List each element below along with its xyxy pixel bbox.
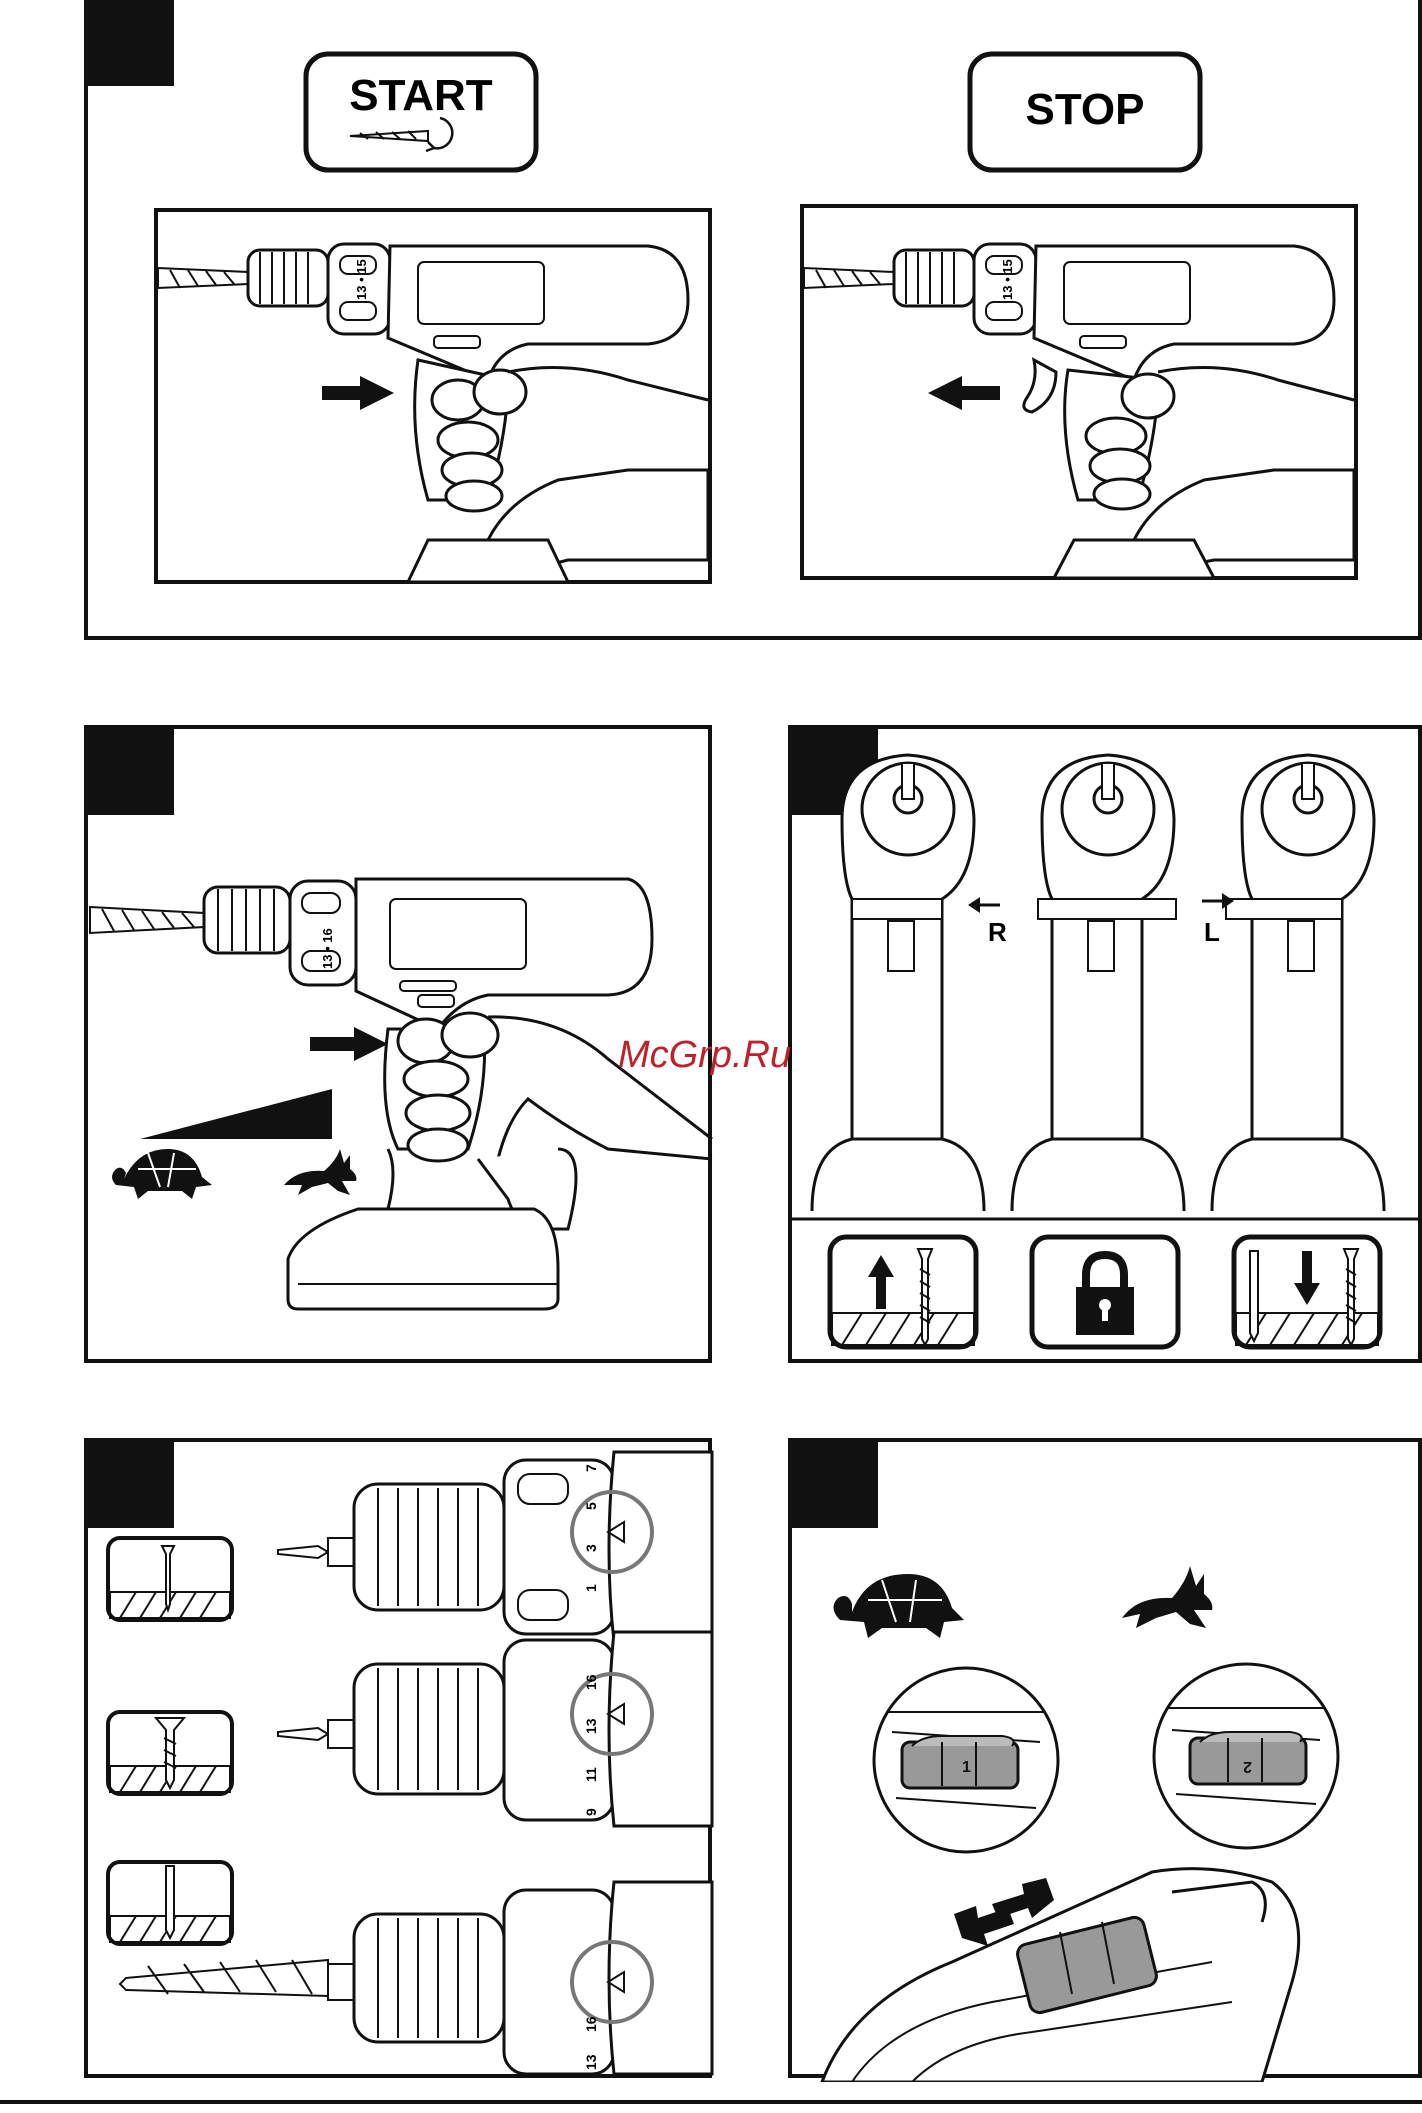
direction-selector-illustration: R L [792,729,1422,1367]
svg-text:13: 13 [583,1718,599,1734]
page-bottom-rule [0,2100,1422,2104]
svg-text:16: 16 [583,1674,599,1690]
screw-out-icon [1234,1237,1380,1347]
stop-button: STOP [970,54,1200,170]
left-label: L [1204,917,1220,947]
svg-text:9: 9 [583,1808,599,1816]
start-button: START [306,54,536,170]
torque-row-1: 1 3 5 7 [108,1452,712,1642]
hare-icon [1122,1566,1212,1628]
drill-bit-icon [108,1862,232,1944]
gear-1-label: 1 [962,1759,971,1776]
gear-1-detail: 1 [874,1668,1058,1852]
drill-view-lock [1012,755,1184,1211]
torque-setting-panel: 1 3 5 7 9 11 [84,1438,712,2078]
chuck-scale: 13 • 16 [320,928,335,969]
gear-2-label: 2 [1243,1758,1252,1775]
torque-setting-illustration: 1 3 5 7 9 11 [88,1442,716,2082]
start-stop-illustration: START STOP [88,0,1422,640]
speed-ramp-icon [140,1089,332,1139]
start-stop-panel: START STOP [84,0,1422,640]
arrow-left-icon [968,897,1000,913]
svg-text:1: 1 [583,1584,599,1592]
stop-label: STOP [1025,85,1144,134]
drill-view-left: L [1202,755,1384,1211]
watermark: McGrp.Ru [618,1034,791,1077]
drill-view-right: R [812,755,1007,1211]
gear-selector-panel: 1 2 [788,1438,1422,2078]
chuck-scale-right: 13 • 15 [1000,259,1015,300]
svg-text:5: 5 [583,1502,599,1510]
gear-selector-illustration: 1 2 [792,1442,1422,2082]
hare-icon [284,1149,356,1195]
svg-text:13: 13 [583,2054,599,2070]
torque-row-2: 9 11 13 16 [108,1632,712,1826]
svg-text:11: 11 [583,1767,599,1782]
gear-2-detail: 2 [1154,1664,1338,1848]
drill-top-view [822,1869,1299,2082]
right-label: R [988,917,1007,947]
start-drill-picture: 13 • 15 [156,210,710,582]
small-screw-icon [108,1538,232,1620]
direction-selector-panel: R L [788,725,1422,1363]
start-label: START [349,71,493,120]
torque-row-3: 13 16 [108,1862,712,2074]
large-screw-icon [108,1712,232,1794]
push-trigger-arrow-icon [310,1027,388,1061]
svg-text:16: 16 [583,2016,599,2032]
stop-drill-picture: 13 • 15 [802,206,1356,578]
chuck-scale-left: 13 • 15 [354,259,369,300]
svg-text:3: 3 [583,1544,599,1552]
lock-icon [1032,1237,1178,1347]
screw-in-icon [830,1237,976,1347]
svg-text:7: 7 [583,1464,599,1472]
tortoise-icon [833,1574,964,1638]
tortoise-icon [112,1149,212,1199]
